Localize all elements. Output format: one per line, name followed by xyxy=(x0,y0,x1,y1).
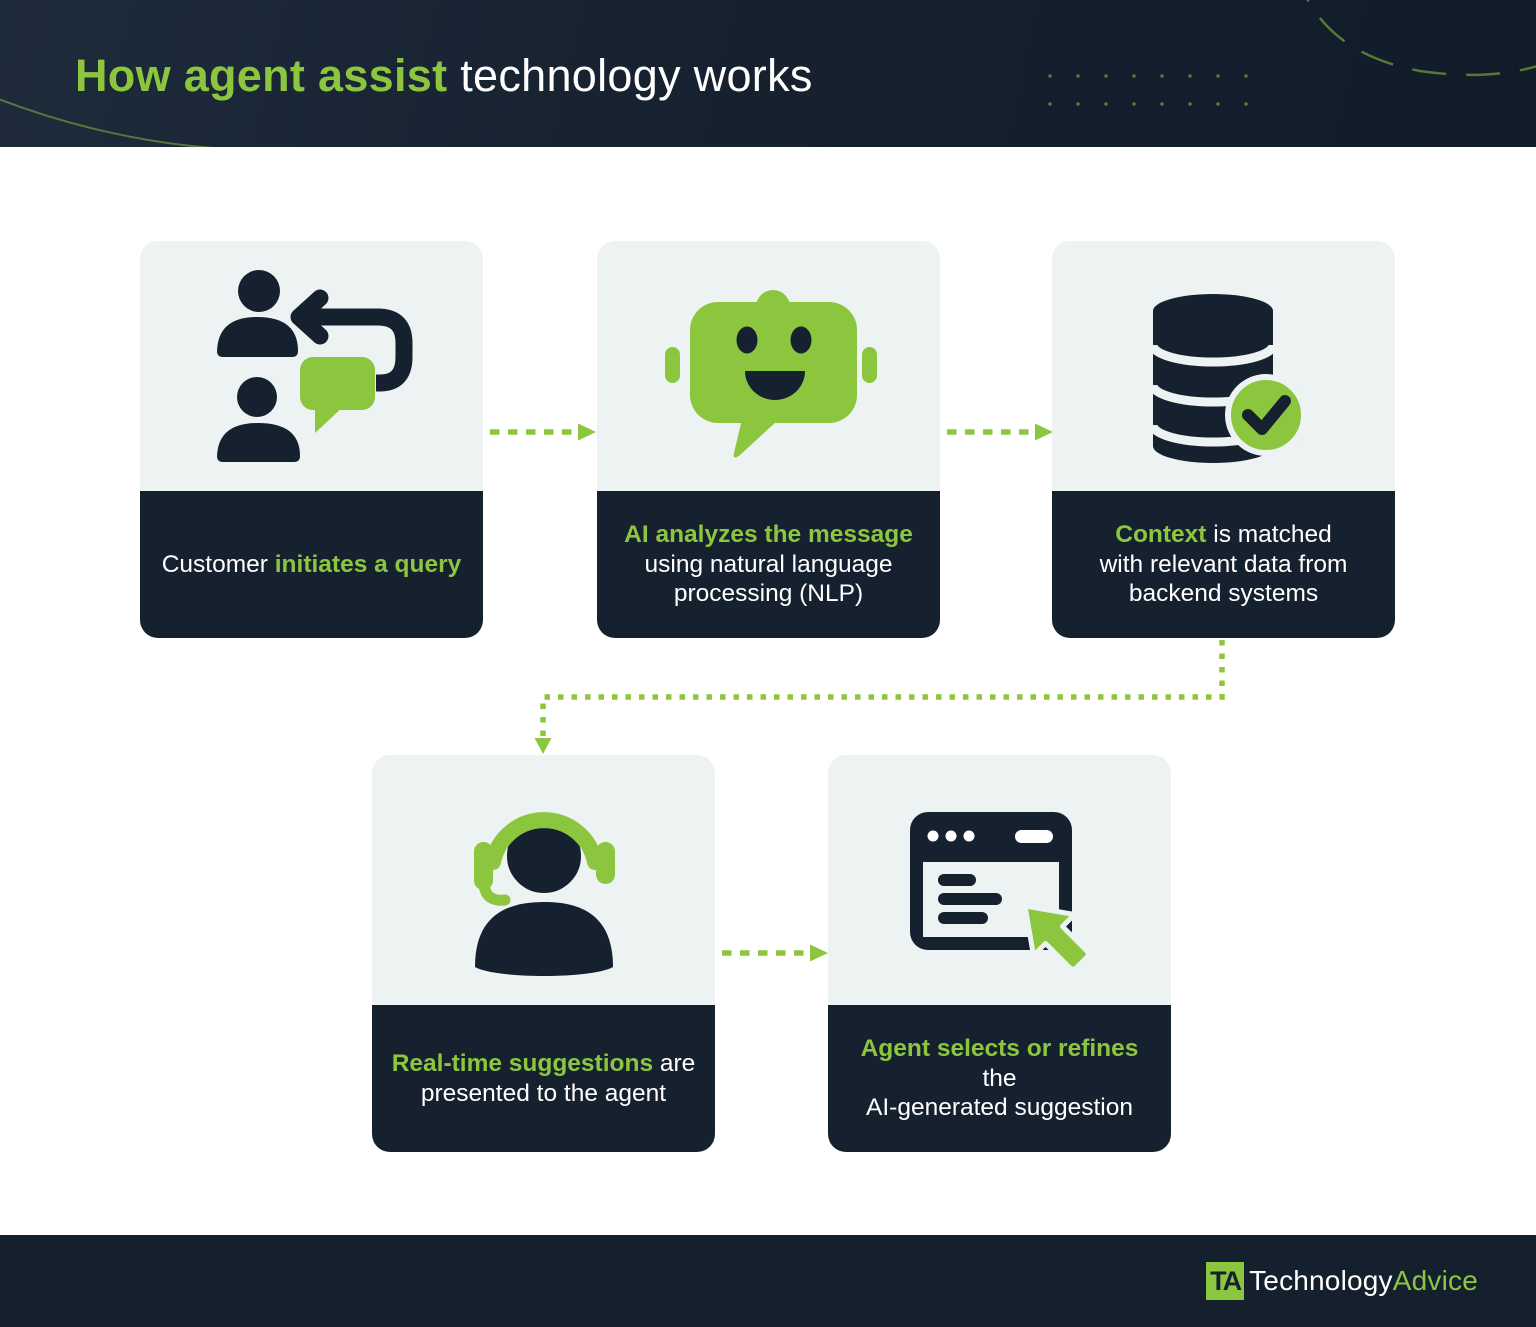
page-title-highlight: How agent assist xyxy=(75,49,448,101)
arrowhead-down xyxy=(534,738,552,754)
step-card-realtime-suggestions: Real-time suggestions are presented to t… xyxy=(372,755,715,1152)
page-title: How agent assist technology works xyxy=(75,50,813,102)
step-caption: Real-time suggestions are presented to t… xyxy=(372,1005,715,1152)
browser-cursor-icon xyxy=(828,755,1171,1005)
technologyadvice-logo: TA TechnologyAdvice xyxy=(1206,1262,1478,1300)
caption-post: the AI-generated suggestion xyxy=(866,1064,1133,1122)
logo-text-accent: Advice xyxy=(1392,1265,1478,1296)
ta-logo-icon: TA xyxy=(1206,1262,1245,1300)
agent-headset-icon xyxy=(372,755,715,1005)
arrow-step3-step4 xyxy=(540,640,1225,736)
arrowhead-right-1 xyxy=(578,423,596,441)
logo-text: TechnologyAdvice xyxy=(1249,1265,1478,1297)
ai-chatbot-icon xyxy=(597,241,940,491)
dot-grid-decoration xyxy=(1034,58,1268,124)
caption-highlight: AI analyzes the message xyxy=(624,521,913,549)
footer-bar: TA TechnologyAdvice xyxy=(0,1235,1536,1327)
caption-highlight: initiates a query xyxy=(274,550,462,578)
caption-pre: Customer xyxy=(161,550,275,578)
caption-highlight: Real-time suggestions xyxy=(391,1050,654,1078)
arc-decoration xyxy=(0,0,1536,147)
flowchart: Customer initiates a query xyxy=(0,147,1536,1235)
flow-connectors xyxy=(490,423,1225,962)
caption-post: is matched with relevant data from backe… xyxy=(1099,521,1348,608)
caption-post: are presented to the agent xyxy=(420,1050,696,1107)
arrowhead-right-3 xyxy=(810,944,828,962)
step-caption: AI analyzes the message using natural la… xyxy=(597,491,940,638)
caption-post: using natural language processing (NLP) xyxy=(644,550,893,608)
customers-chat-icon xyxy=(140,241,483,491)
page-title-rest: technology works xyxy=(447,49,813,101)
step-caption: Context is matched with relevant data fr… xyxy=(1052,491,1395,638)
caption-highlight: Agent selects or refines xyxy=(860,1035,1139,1063)
step-card-ai-analyzes: AI analyzes the message using natural la… xyxy=(597,241,940,638)
database-check-icon xyxy=(1052,241,1395,491)
logo-text-primary: Technology xyxy=(1249,1265,1393,1296)
step-card-context-match: Context is matched with relevant data fr… xyxy=(1052,241,1395,638)
step-card-customer-query: Customer initiates a query xyxy=(140,241,483,638)
step-caption: Customer initiates a query xyxy=(140,491,483,638)
step-caption: Agent selects or refines the AI-generate… xyxy=(828,1005,1171,1152)
step-card-agent-selects: Agent selects or refines the AI-generate… xyxy=(828,755,1171,1152)
caption-highlight: Context xyxy=(1115,521,1207,549)
header-banner: How agent assist technology works xyxy=(0,0,1536,147)
arrowhead-right-2 xyxy=(1035,423,1053,441)
